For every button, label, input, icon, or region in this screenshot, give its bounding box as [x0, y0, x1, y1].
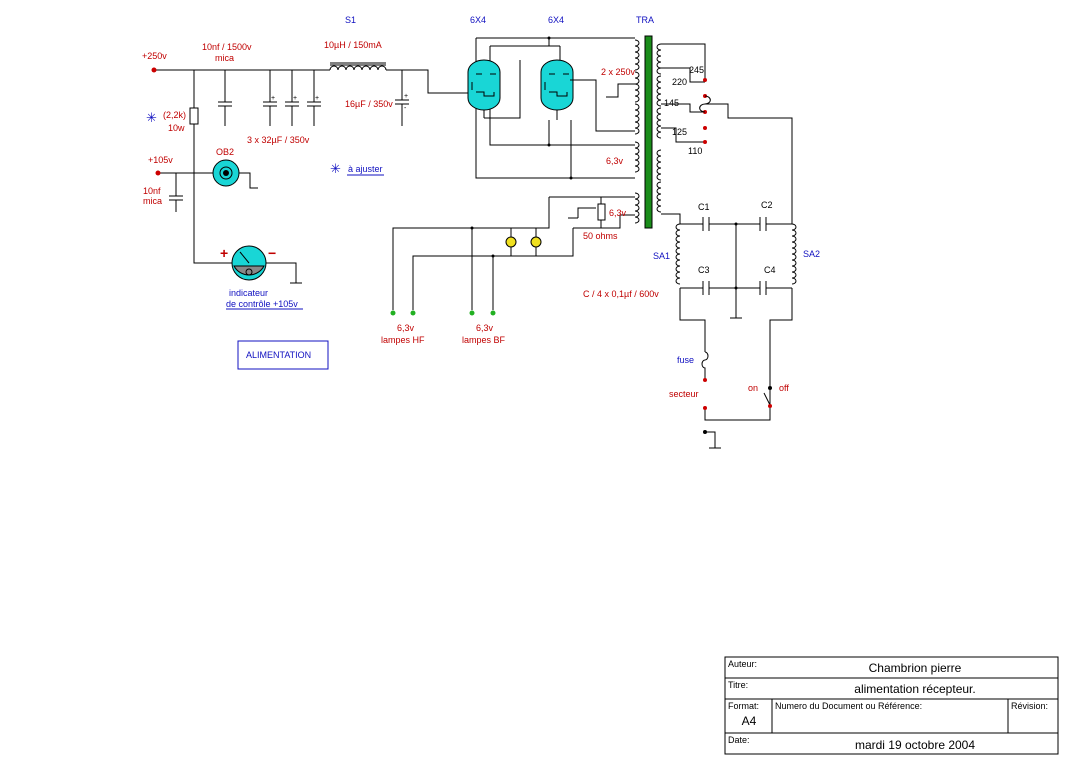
label-cap-10nf: 10nf [143, 186, 161, 196]
terminal-plus250[interactable] [151, 67, 157, 73]
mains-section [675, 217, 797, 449]
label-tube2: 6X4 [548, 15, 564, 25]
svg-text:+: + [404, 93, 408, 100]
svg-text:✳: ✳ [146, 110, 157, 125]
label-adjust: à ajuster [348, 164, 383, 174]
label-mica2: mica [143, 196, 162, 206]
label-tap-110: 110 [688, 146, 702, 156]
control-meter [231, 245, 302, 284]
pilot-lamp-2 [530, 236, 542, 248]
date-label: Date: [728, 735, 750, 745]
author-value: Chambrion pierre [868, 661, 962, 675]
label-indicator-2: de contrôle +105v [226, 299, 298, 309]
label-indicator-1: indicateur [229, 288, 268, 298]
label-secteur: secteur [669, 389, 699, 399]
label-res-value: (2,2k) [163, 110, 186, 120]
label-plus105: +105v [148, 155, 173, 165]
label-out-bf: lampes BF [462, 335, 506, 345]
label-off: off [779, 383, 789, 393]
alimentation-box [237, 340, 329, 370]
label-tra: TRA [636, 15, 654, 25]
label-alimentation: ALIMENTATION [246, 350, 311, 360]
svg-text:-: - [404, 105, 407, 112]
label-c4: C4 [764, 265, 776, 275]
label-tap-145: 145 [664, 98, 679, 108]
label-cap-10nf-1500: 10nf / 1500v [202, 42, 252, 52]
caps-3x32uf: + + + [263, 70, 321, 126]
title-block [724, 656, 1059, 755]
label-mica1: mica [215, 53, 234, 63]
tube-6x4-1 [467, 59, 521, 119]
cap-10nf-1500v [218, 70, 232, 126]
label-out-hf-v: 6,3v [397, 323, 415, 333]
svg-text:+: + [293, 95, 297, 102]
terminal-bf-2[interactable] [490, 310, 496, 316]
tube-6x4-2 [540, 59, 635, 132]
label-c1: C1 [698, 202, 710, 212]
ob2-tube [212, 159, 258, 189]
transformer-tra [606, 35, 793, 229]
label-meter-plus: + [220, 245, 228, 261]
pilot-lamp-1 [505, 236, 517, 248]
format-value: A4 [741, 714, 757, 728]
filter-section: + + + + - [146, 62, 470, 370]
label-out-bf-v: 6,3v [476, 323, 494, 333]
author-label: Auteur: [728, 659, 758, 669]
label-plus250: +250v [142, 51, 167, 61]
label-cap-16: 16µF / 350v [345, 99, 393, 109]
resistor-2k2 [189, 107, 199, 125]
label-on: on [748, 383, 758, 393]
label-c2: C2 [761, 200, 773, 210]
rectifier-tubes [467, 36, 635, 180]
label-pot-50: 50 ohms [583, 231, 618, 241]
label-caps-c: C / 4 x 0,1µf / 600v [583, 289, 659, 299]
label-caps-3x32: 3 x 32µF / 350v [247, 135, 310, 145]
schematic-labels: S1 6X4 6X4 TRA +250v 10nf / 1500v mica 1… [142, 15, 820, 399]
label-c3: C3 [698, 265, 710, 275]
date-value: mardi 19 octobre 2004 [854, 738, 976, 752]
label-res-power: 10w [168, 123, 185, 133]
format-label: Format: [728, 701, 760, 711]
label-meter-minus: − [268, 245, 276, 261]
cap-16uf: + - [395, 70, 409, 126]
terminal-hf-2[interactable] [410, 310, 416, 316]
terminal-plus105[interactable] [155, 170, 161, 176]
title-label: Titre: [728, 680, 749, 690]
label-tube1: 6X4 [470, 15, 486, 25]
label-fuse: fuse [677, 355, 694, 365]
label-ob2: OB2 [216, 147, 234, 157]
cap-10nf-mica [169, 173, 183, 212]
title-value: alimentation récepteur. [854, 682, 976, 696]
label-out-hf: lampes HF [381, 335, 425, 345]
terminal-hf-1[interactable] [390, 310, 396, 316]
label-choke: 10µH / 150mA [324, 40, 382, 50]
label-fil-63-a: 6,3v [606, 156, 624, 166]
label-tap-245: 245 [689, 65, 704, 75]
svg-text:+: + [271, 95, 275, 102]
label-sa1: SA1 [653, 251, 670, 261]
label-sec-2x250: 2 x 250v [601, 67, 636, 77]
revision-label: Révision: [1011, 701, 1049, 711]
svg-text:+: + [315, 95, 319, 102]
choke-s1 [329, 62, 387, 71]
pot-50-ohms [597, 203, 606, 221]
filament-section [390, 196, 635, 316]
label-fil-63-b: 6,3v [609, 208, 627, 218]
label-sa2: SA2 [803, 249, 820, 259]
label-tap-125: 125 [672, 127, 687, 137]
label-tap-220: 220 [672, 77, 687, 87]
label-s1: S1 [345, 15, 356, 25]
terminal-bf-1[interactable] [469, 310, 475, 316]
doc-label: Numero du Document ou Référence: [775, 701, 923, 711]
svg-text:✳: ✳ [330, 161, 341, 176]
